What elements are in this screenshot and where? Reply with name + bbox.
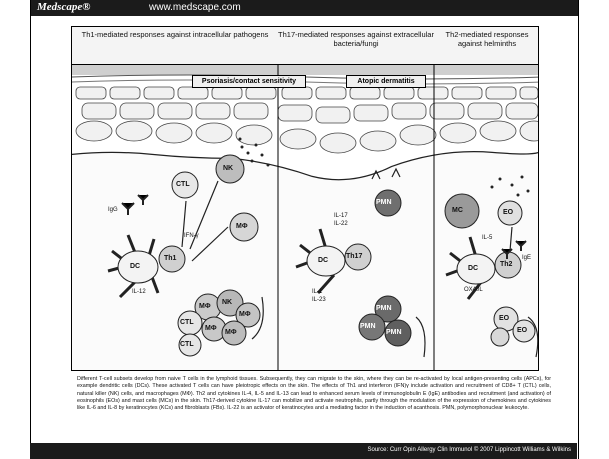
figure-illustration: [72, 27, 538, 370]
mast-cell: [444, 193, 480, 229]
label-igg: IgG: [108, 207, 118, 213]
label-pmn: PMN: [376, 199, 392, 206]
label-il1: IL-1: [312, 289, 323, 295]
th17-cell: [344, 243, 372, 271]
granules-col3: [490, 175, 530, 197]
label-ctl: CTL: [176, 181, 190, 188]
eosinophil-top: [497, 200, 523, 226]
site-url[interactable]: www.medscape.com: [149, 2, 241, 13]
arrows-col2: [371, 167, 426, 358]
label-pmn-cluster-1: PMN: [376, 305, 392, 312]
keratinocyte-layer: [75, 86, 538, 154]
macrophage-cell: [229, 212, 259, 242]
label-eosinophil: EO: [503, 209, 514, 216]
label-il12: IL-12: [132, 289, 146, 295]
label-dc-col2: DC: [318, 257, 329, 264]
label-ox40l: OX40L: [464, 287, 483, 293]
label-il23: IL-23: [312, 297, 326, 303]
label-eosinophil-cluster-1: EO: [499, 315, 510, 322]
igg-antibody-icon: [121, 194, 149, 215]
arrows-col1: [181, 180, 264, 340]
figure: Th1-mediated responses against intracell…: [71, 26, 539, 371]
dendritic-cell-th1: [107, 234, 160, 299]
dendritic-cell-th17: [295, 228, 346, 294]
granules-col1: [238, 137, 270, 167]
label-th17: Th17: [346, 253, 363, 260]
label-il5: IL-5: [482, 235, 493, 241]
label-mast-cell: MC: [452, 207, 463, 214]
label-macrophage-cluster-1: MΦ: [199, 303, 211, 310]
pmn-cell-top: [374, 189, 402, 217]
arrows-col3: [509, 226, 538, 358]
site-header: Medscape® www.medscape.com: [31, 0, 578, 16]
label-macrophage-cluster-3: MΦ: [205, 325, 217, 332]
label-macrophage-cluster-2: MΦ: [239, 311, 251, 318]
th1-cell: [158, 245, 186, 273]
ige-antibody-icon: [501, 240, 527, 259]
label-macrophage: MΦ: [236, 223, 248, 230]
pmn-cluster: [358, 295, 412, 347]
label-macrophage-cluster-4: MΦ: [225, 329, 237, 336]
column-header-th1: Th1-mediated responses against intracell…: [72, 27, 279, 65]
label-dc-col1: DC: [130, 263, 141, 270]
stratum-corneum: [72, 65, 538, 75]
label-ctl-cluster-2: CTL: [180, 341, 194, 348]
label-il22: IL-22: [334, 221, 348, 227]
label-eosinophil-cluster-2: EO: [517, 327, 528, 334]
cell-cluster-col1: [177, 289, 261, 357]
source-citation: Source: Curr Opin Allergy Clin Immunol ©…: [367, 447, 572, 453]
label-ifn: IFN-γ: [184, 233, 199, 239]
column-header-th17: Th17-mediated responses against extracel…: [278, 27, 435, 65]
label-il17: IL-17: [334, 213, 348, 219]
figure-caption: Different T-cell subsets develop from na…: [77, 376, 551, 412]
label-pmn-cluster-3: PMN: [386, 329, 402, 336]
label-pmn-cluster-2: PMN: [360, 323, 376, 330]
medscape-logo[interactable]: Medscape®: [37, 1, 91, 13]
content-panel: Medscape® www.medscape.com: [30, 0, 579, 459]
label-nk-cluster: NK: [222, 299, 233, 306]
condition-psoriasis: Psoriasis/contact sensitivity: [192, 75, 306, 88]
label-th2: Th2: [500, 261, 513, 268]
ctl-cell: [171, 171, 199, 199]
label-ige: IgE: [522, 255, 532, 261]
dendritic-cell-th2: [445, 236, 496, 300]
nk-cell: [215, 154, 245, 184]
column-header-th2: Th2-mediated responses against helminths: [434, 27, 538, 65]
label-th1: Th1: [164, 255, 177, 262]
condition-atopic-dermatitis: Atopic dermatitis: [346, 75, 426, 88]
eosinophil-cluster: [490, 306, 536, 347]
source-bar: Source: Curr Opin Allergy Clin Immunol ©…: [30, 443, 577, 459]
label-nk: NK: [223, 165, 234, 172]
label-ctl-cluster-1: CTL: [180, 319, 194, 326]
label-dc-col3: DC: [468, 265, 479, 272]
